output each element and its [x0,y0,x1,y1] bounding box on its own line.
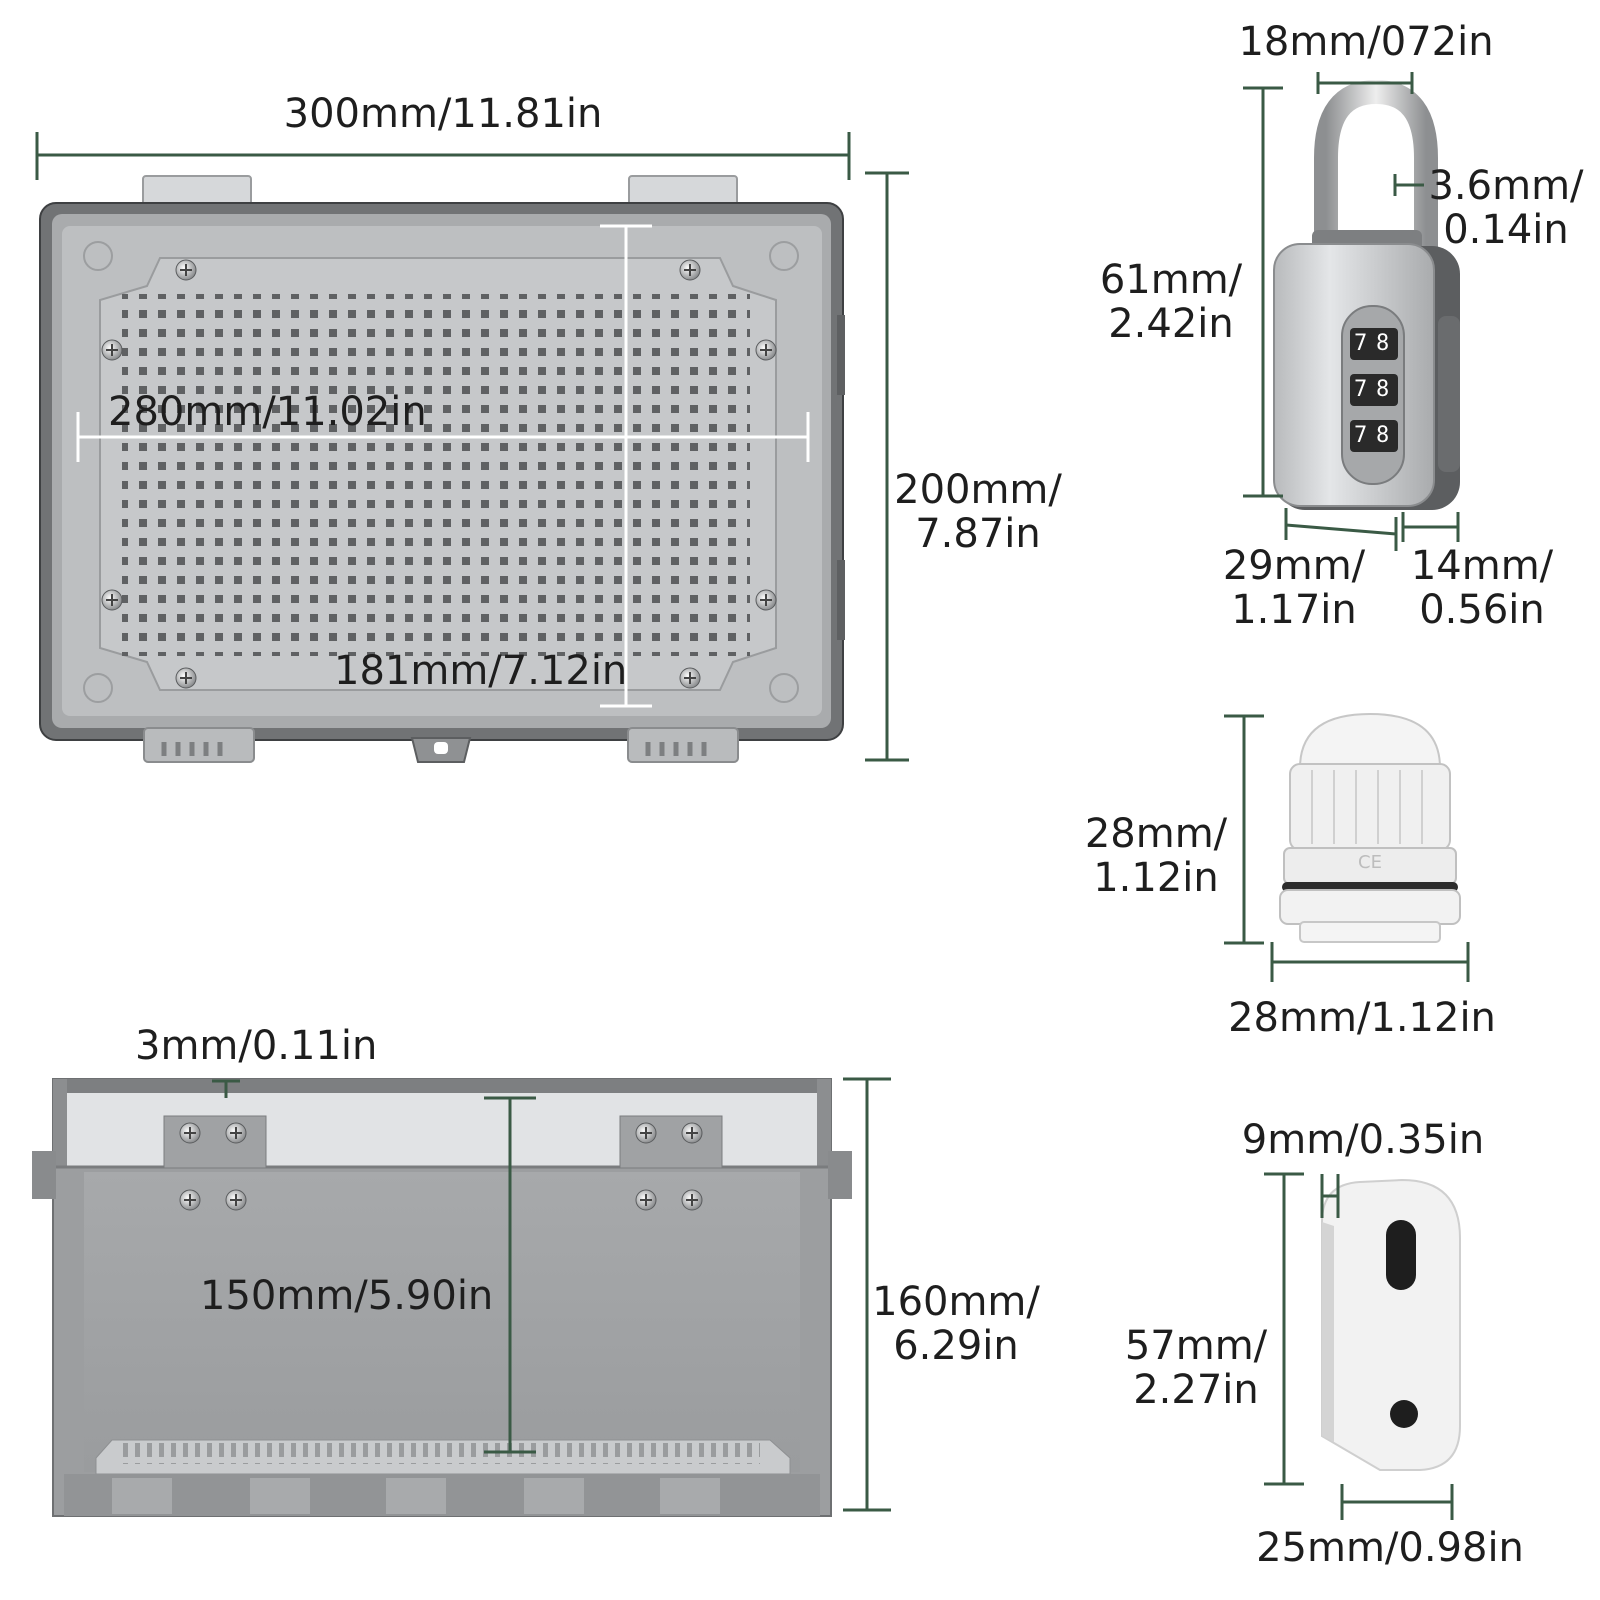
screw-icon [101,339,123,361]
gland-width-label: 28mm/1.12in [1228,995,1496,1041]
gland-height-mm: 28mm/ [1084,811,1228,857]
side-dimension-lines [212,1077,891,1512]
enclosure-height-mm: 200mm/ [894,467,1062,513]
wall-thickness-label: 3mm/0.11in [135,1023,378,1069]
padlock-tab [410,737,472,763]
bracket-height-in: 2.27in [1133,1367,1259,1413]
screw-icon [679,667,701,689]
shackle-thickness-mm: 3.6mm/ [1428,163,1584,209]
padlock-depth-in: 0.56in [1419,587,1545,633]
bracket-width-label: 25mm/0.98in [1256,1525,1524,1571]
mounting-bracket-icon [1321,1178,1461,1471]
padlock-height-in: 2.42in [1108,301,1234,347]
padlock-height-label: 61mm/ 2.42in [1100,258,1242,346]
combination-dials [1350,328,1398,452]
dial-digit: 7 [1354,331,1368,356]
front-dimension-lines [35,132,909,762]
latch-bottom-left [143,727,255,763]
screw-icon [635,1189,657,1211]
plate-dimension-lines [76,224,810,708]
padlock-height-mm: 61mm/ [1099,257,1243,303]
inner-depth-label: 150mm/5.90in [200,1273,494,1319]
ce-mark-icon: CE [1358,852,1382,873]
enclosure-height-label: 200mm/ 7.87in [894,468,1062,556]
padlock-width-label: 29mm/ 1.17in [1223,544,1365,632]
screw-icon [101,589,123,611]
gland-dimension-lines [1224,714,1470,982]
screw-icon [679,259,701,281]
screw-icon [635,1122,657,1144]
screw-icon [179,1122,201,1144]
shackle-thickness-label: 3.6mm/ 0.14in [1428,164,1583,252]
padlock-icon [1273,79,1460,510]
enclosure-width-label: 300mm/11.81in [283,91,603,137]
shackle-thickness-in: 0.14in [1443,207,1569,253]
padlock-dimension-lines [1243,72,1460,551]
latch-bottom-right [627,727,739,763]
dial-digit: 8 [1376,331,1390,356]
screw-icon [175,667,197,689]
screw-icon [175,259,197,281]
dial-digit: 8 [1376,423,1390,448]
shackle-width-label: 18mm/072in [1238,19,1494,65]
screw-icon [225,1122,247,1144]
gland-height-label: 28mm/ 1.12in [1085,812,1227,900]
enclosure-height-in: 7.87in [915,511,1041,557]
enclosure-depth-label: 160mm/ 6.29in [872,1280,1040,1368]
screw-icon [681,1189,703,1211]
dial-digit: 7 [1354,377,1368,402]
padlock-depth-label: 14mm/ 0.56in [1411,544,1553,632]
padlock-depth-mm: 14mm/ [1410,543,1554,589]
screw-icon [179,1189,201,1211]
cable-gland-icon [1279,712,1461,943]
bracket-height-label: 57mm/ 2.27in [1125,1324,1267,1412]
screw-icon [755,339,777,361]
enclosure-depth-mm: 160mm/ [872,1279,1040,1325]
bracket-dimension-lines [1264,1172,1454,1520]
padlock-width-in: 1.17in [1231,587,1357,633]
plate-height-label: 181mm/7.12in [334,648,628,694]
dial-digit: 7 [1354,423,1368,448]
screw-icon [755,589,777,611]
gland-height-in: 1.12in [1093,855,1219,901]
enclosure-front-view [35,132,909,763]
bracket-height-mm: 57mm/ [1124,1323,1268,1369]
enclosure-side-view [32,1077,891,1517]
screw-icon [681,1122,703,1144]
dial-digit: 8 [1376,377,1390,402]
bracket-thickness-label: 9mm/0.35in [1241,1117,1485,1163]
plate-hole-grid [122,294,750,656]
plate-width-label: 280mm/11.02in [108,389,427,435]
padlock-width-mm: 29mm/ [1222,543,1366,589]
screw-icon [225,1189,247,1211]
enclosure-depth-in: 6.29in [893,1323,1019,1369]
